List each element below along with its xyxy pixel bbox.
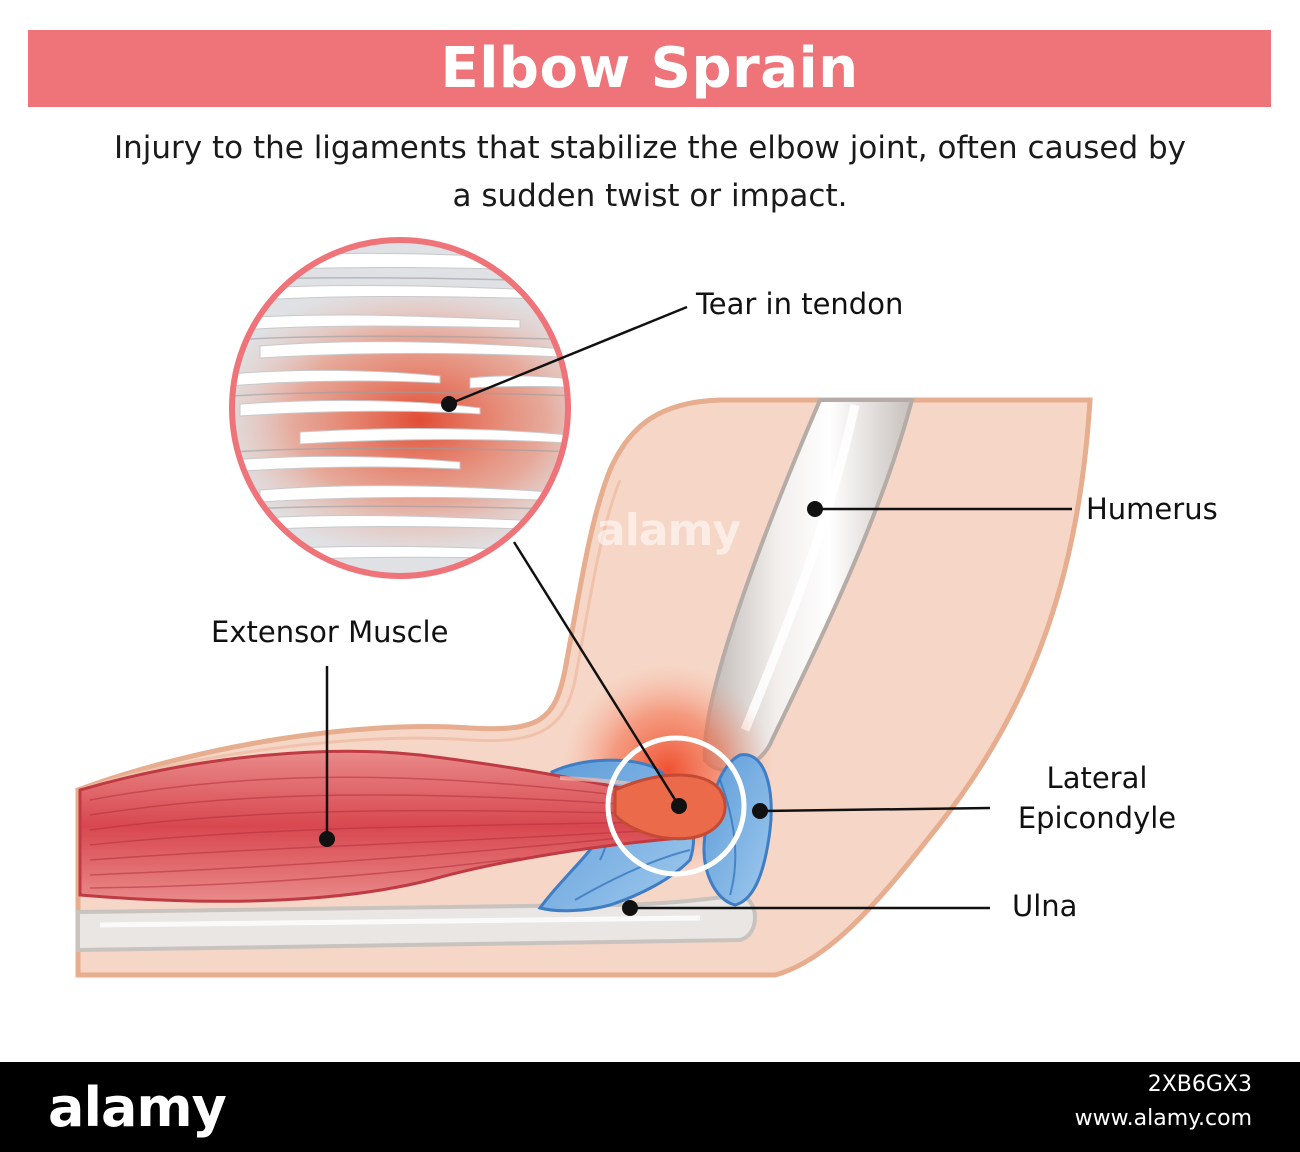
tendon-zoom-circle [229, 237, 571, 579]
watermark-url: www.alamy.com [1074, 1106, 1252, 1131]
pointer-lines [325, 305, 1072, 910]
watermark-overlay: alamy [596, 505, 741, 556]
label-tear-in-tendon: Tear in tendon [696, 287, 904, 321]
label-extensor-muscle: Extensor Muscle [211, 615, 449, 649]
label-humerus: Humerus [1086, 492, 1218, 526]
subtitle: Injury to the ligaments that stabilize t… [40, 124, 1260, 220]
tear-focus-ring [605, 735, 747, 877]
tendon-insertion [613, 773, 727, 841]
watermark-bar: alamy 2XB6GX3 www.alamy.com [0, 1062, 1300, 1152]
page-title: Elbow Sprain [440, 36, 859, 101]
label-ulna: Ulna [1012, 889, 1078, 923]
label-lateral-line-1: Lateral [1046, 761, 1148, 795]
elbow-diagram [75, 237, 1093, 978]
watermark-image-id: 2XB6GX3 [1147, 1072, 1252, 1097]
subtitle-line-1: Injury to the ligaments that stabilize t… [114, 130, 1186, 166]
label-lateral-epicondyle: Lateral Epicondyle [1012, 758, 1182, 838]
subtitle-line-2: a sudden twist or impact. [452, 178, 848, 214]
watermark-logo: alamy [48, 1076, 227, 1139]
pointer-dots [319, 396, 823, 916]
label-lateral-line-2: Epicondyle [1017, 801, 1177, 835]
title-banner: Elbow Sprain [28, 30, 1271, 107]
